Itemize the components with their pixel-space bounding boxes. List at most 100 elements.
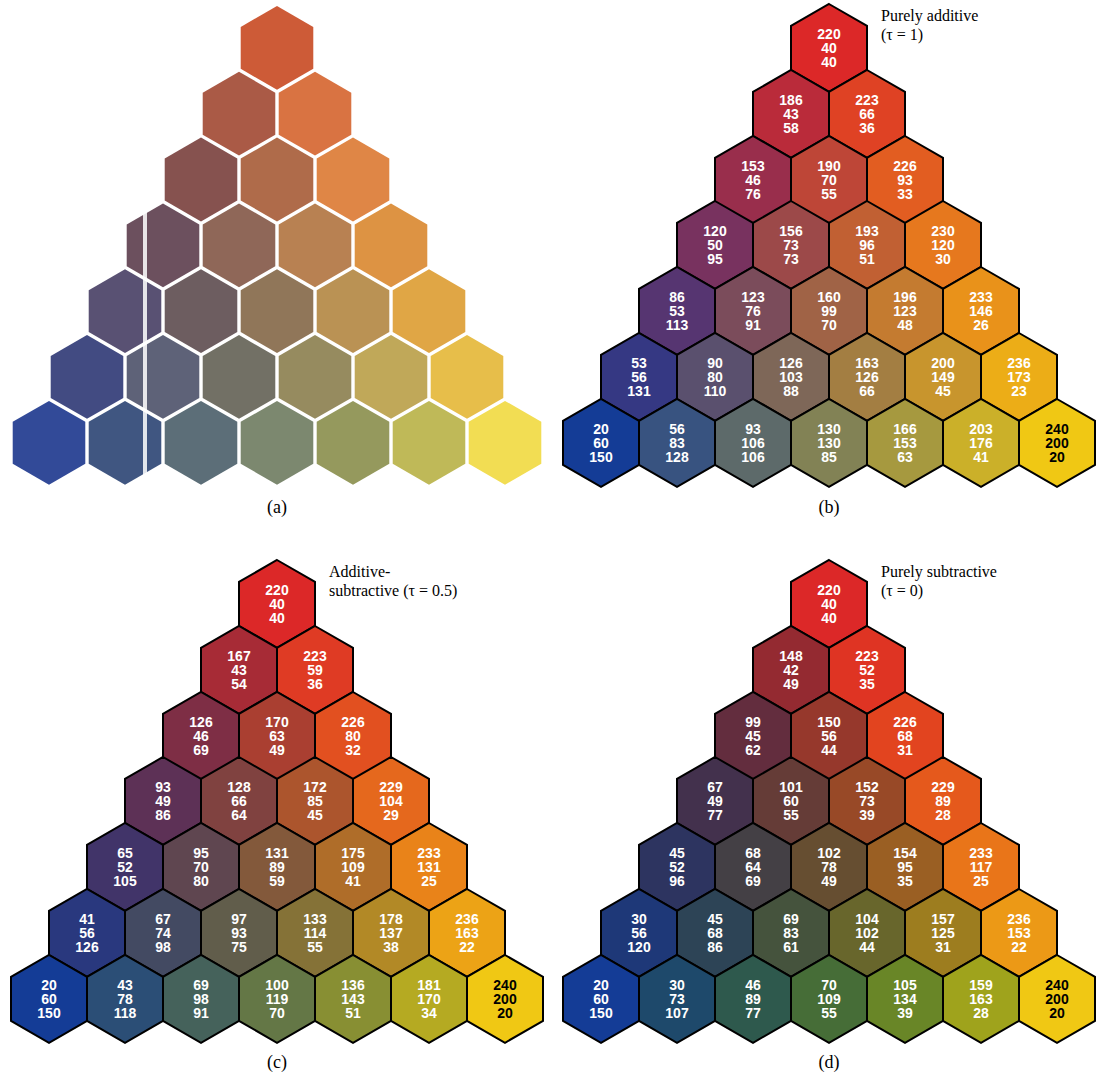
rgb-value: 128 66 64 <box>227 780 250 822</box>
rgb-value: 20 60 150 <box>37 978 60 1020</box>
rgb-value: 102 78 49 <box>817 846 840 888</box>
rgb-value: 97 93 75 <box>231 912 247 954</box>
painted-hexagon <box>89 269 162 353</box>
rgb-value: 41 56 126 <box>75 912 98 954</box>
rgb-value: 131 89 59 <box>265 846 288 888</box>
color-hexagon: 20 60 150 <box>563 399 639 487</box>
hexagon-fill <box>867 955 943 1043</box>
rgb-value: 130 130 85 <box>817 422 840 464</box>
rgb-value: 236 163 22 <box>455 912 478 954</box>
rgb-value: 240 200 20 <box>1045 422 1068 464</box>
hexagon-fill <box>467 955 543 1043</box>
hexagon-fill <box>563 955 639 1043</box>
color-hexagon: 43 78 118 <box>87 955 163 1043</box>
color-hexagon: 20 60 150 <box>563 955 639 1043</box>
panel-letter: (a) <box>267 497 287 518</box>
panel-letter: (d) <box>819 1052 840 1073</box>
hexagon-fill <box>11 955 87 1043</box>
rgb-value: 157 125 31 <box>931 912 954 954</box>
painted-hexagon <box>317 138 390 222</box>
rgb-value: 120 50 95 <box>703 224 726 266</box>
painted-hexagon <box>431 335 504 419</box>
rgb-value: 20 60 150 <box>589 422 612 464</box>
rgb-value: 45 52 96 <box>669 846 685 888</box>
hexagon-fill <box>639 955 715 1043</box>
rgb-value: 167 43 54 <box>227 649 250 691</box>
rgb-value: 136 143 51 <box>341 978 364 1020</box>
hexagon-fill <box>87 955 163 1043</box>
rgb-value: 153 46 76 <box>741 159 764 201</box>
rgb-value: 20 60 150 <box>589 978 612 1020</box>
rgb-value: 30 56 120 <box>627 912 650 954</box>
painted-hexagon <box>241 401 314 485</box>
painted-hexagon <box>127 335 200 419</box>
painted-hexagon <box>165 269 238 353</box>
rgb-value: 53 56 131 <box>627 356 650 398</box>
rgb-value: 101 60 55 <box>779 780 802 822</box>
painted-hexagon <box>241 6 314 90</box>
color-hexagon: 240 200 20 <box>1019 399 1095 487</box>
rgb-value: 160 99 70 <box>817 290 840 332</box>
painted-hexagon <box>393 401 466 485</box>
hexagon-fill <box>943 399 1019 487</box>
painted-hexagon <box>203 72 276 156</box>
painted-hexagon <box>355 335 428 419</box>
color-hexagon: 30 73 107 <box>639 955 715 1043</box>
rgb-value: 100 119 70 <box>265 978 288 1020</box>
painted-hexagons <box>13 6 542 485</box>
panel-letter: (c) <box>267 1052 287 1073</box>
rgb-value: 190 70 55 <box>817 159 840 201</box>
mixing-mode-note: Purely subtractive (τ = 0) <box>881 562 998 600</box>
panel-letter: (b) <box>819 497 840 518</box>
rgb-value: 99 45 62 <box>745 715 761 757</box>
rgb-value: 166 153 63 <box>893 422 916 464</box>
hexagon-fill <box>315 955 391 1043</box>
rgb-value: 223 52 35 <box>855 649 878 691</box>
rgb-value: 150 56 44 <box>817 715 840 757</box>
rgb-value: 93 49 86 <box>155 780 171 822</box>
painted-hexagon <box>241 269 314 353</box>
rgb-value: 230 120 30 <box>931 224 954 266</box>
color-hexagon: 100 119 70 <box>239 955 315 1043</box>
rgb-value: 229 89 28 <box>931 780 954 822</box>
hexagon-fill <box>715 399 791 487</box>
painted-hexagon <box>469 401 542 485</box>
color-hexagon: 46 89 77 <box>715 955 791 1043</box>
rgb-value: 233 146 26 <box>969 290 992 332</box>
painted-hexagon <box>165 138 238 222</box>
rgb-value: 148 42 49 <box>779 649 802 691</box>
mixing-mode-note: Additive-subtractive (τ = 0.5) <box>329 562 459 600</box>
color-hexagon: 181 170 34 <box>391 955 467 1043</box>
rgb-value: 226 80 32 <box>341 715 364 757</box>
rgb-value: 105 134 39 <box>893 978 916 1020</box>
hexagon-fill <box>867 399 943 487</box>
rgb-value: 226 68 31 <box>893 715 916 757</box>
color-hexagon: 105 134 39 <box>867 955 943 1043</box>
rgb-value: 65 52 105 <box>113 846 136 888</box>
color-hexagon: 240 200 20 <box>467 955 543 1043</box>
rgb-value: 163 126 66 <box>855 356 878 398</box>
rgb-value: 220 40 40 <box>817 27 840 69</box>
rgb-value: 93 106 106 <box>741 422 764 464</box>
rgb-value: 186 43 58 <box>779 93 802 135</box>
color-hexagon: 159 163 28 <box>943 955 1019 1043</box>
rgb-value: 236 153 22 <box>1007 912 1030 954</box>
rgb-value: 68 64 69 <box>745 846 761 888</box>
rgb-value: 126 46 69 <box>189 715 212 757</box>
painted-hexagon <box>355 203 428 287</box>
rgb-value: 170 63 49 <box>265 715 288 757</box>
painted-hexagon <box>13 401 86 485</box>
hexagon-fill <box>1019 955 1095 1043</box>
painted-hexagon <box>279 335 352 419</box>
hexagon-fill <box>391 955 467 1043</box>
rgb-value: 223 66 36 <box>855 93 878 135</box>
rgb-value: 236 173 23 <box>1007 356 1030 398</box>
mixing-mode-note: Purely additive (τ = 1) <box>881 6 980 44</box>
hexagon-fill <box>639 399 715 487</box>
painted-hexagon <box>279 203 352 287</box>
rgb-value: 95 70 80 <box>193 846 209 888</box>
color-hexagon: 20 60 150 <box>11 955 87 1043</box>
rgb-value: 70 109 55 <box>817 978 840 1020</box>
painted-hexagon <box>51 335 124 419</box>
